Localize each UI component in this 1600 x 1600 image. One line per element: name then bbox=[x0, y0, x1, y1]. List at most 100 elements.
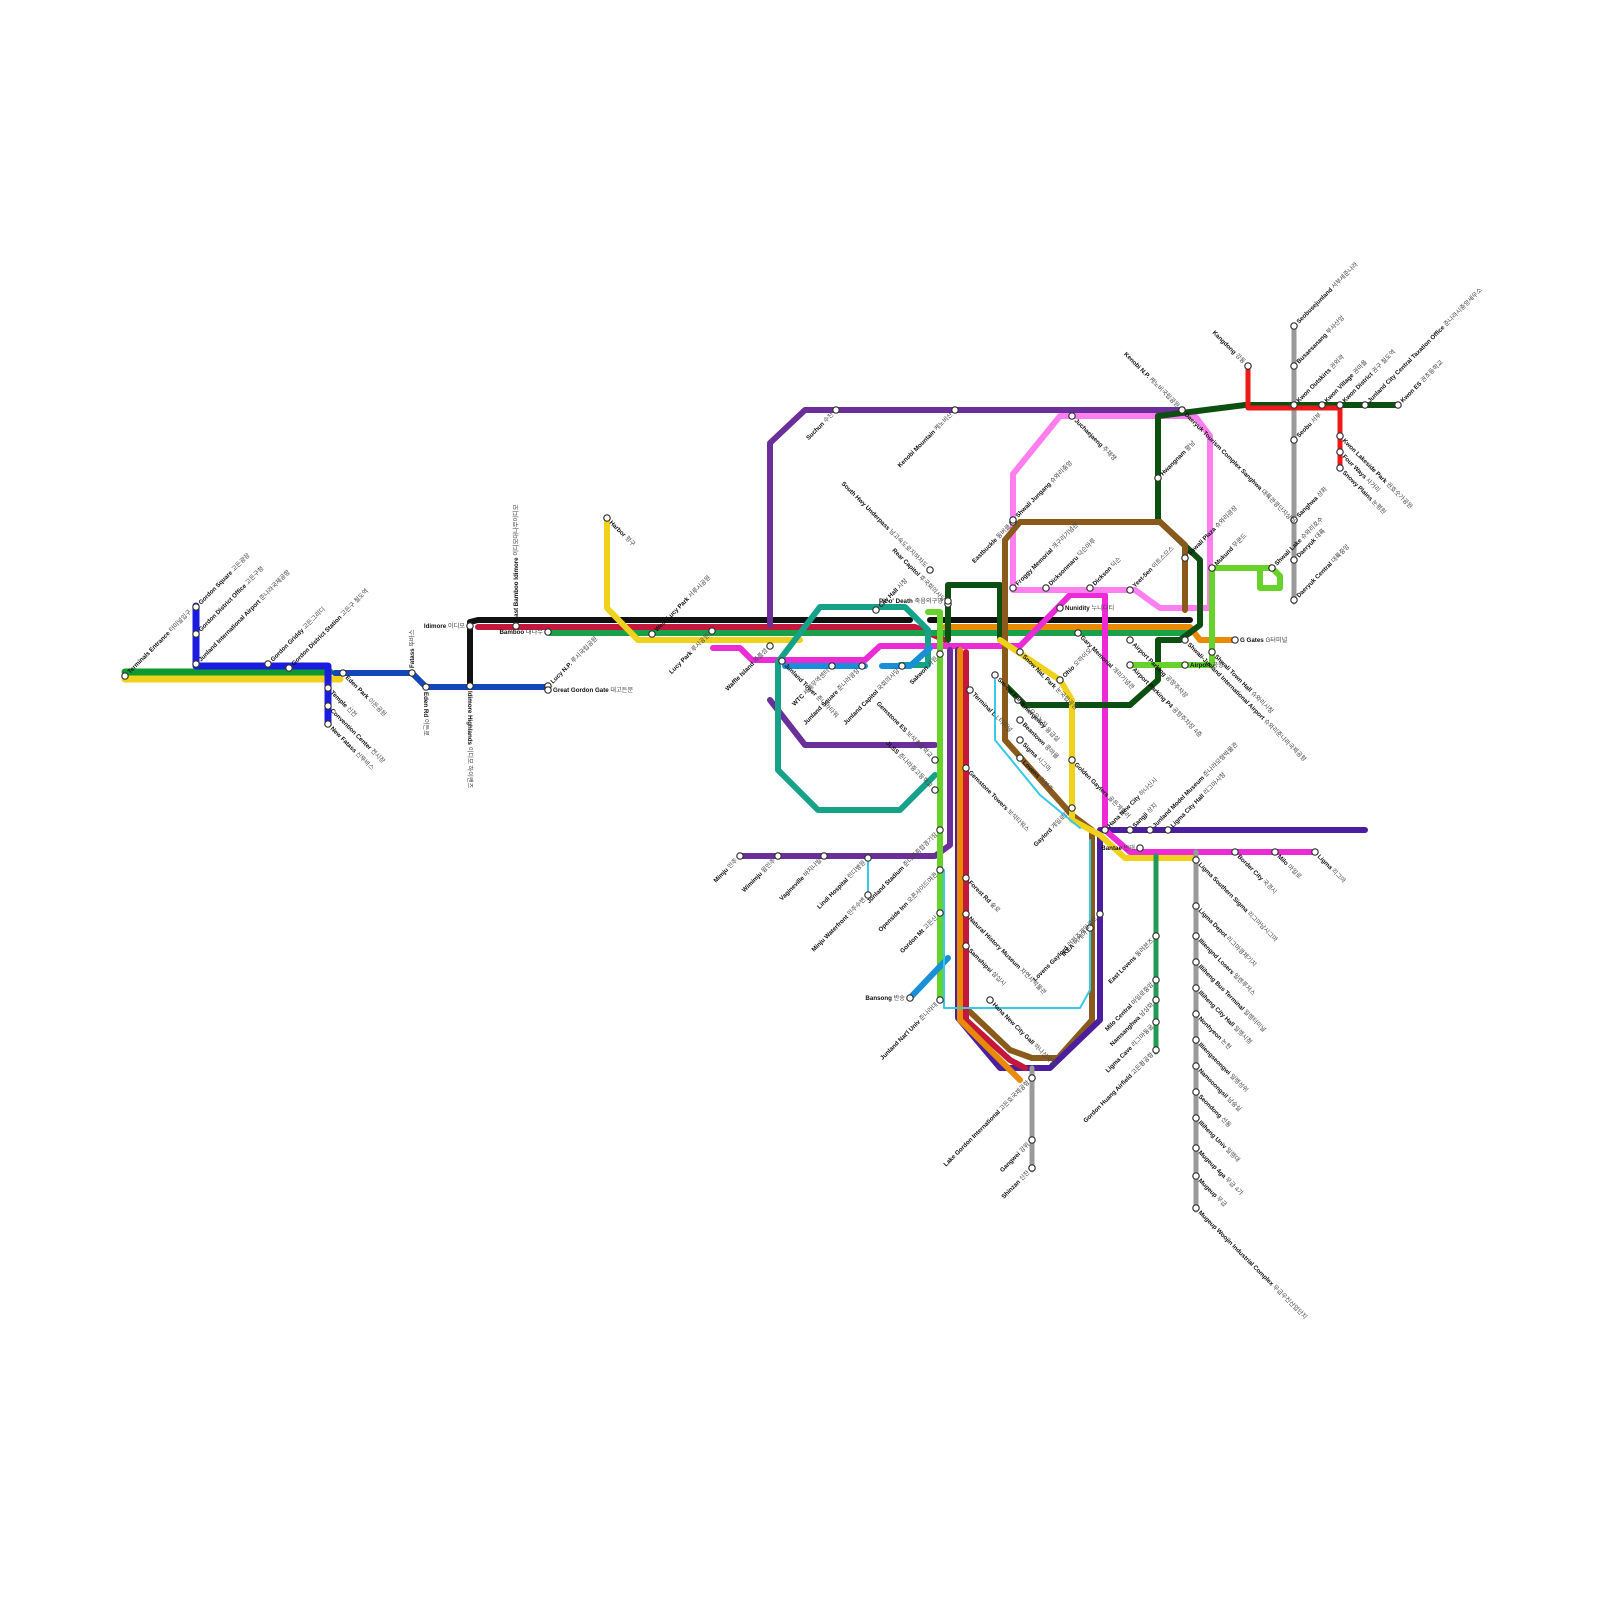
station-marker-new-fatass[interactable] bbox=[325, 721, 331, 727]
station-marker-snowy-plains[interactable] bbox=[1337, 465, 1343, 471]
station-marker-jlss[interactable] bbox=[932, 787, 938, 793]
station-marker-ligma[interactable] bbox=[1312, 849, 1318, 855]
station-marker-froggy-memorial[interactable] bbox=[1010, 585, 1016, 591]
station-marker-golden-gaylers[interactable] bbox=[1069, 757, 1075, 763]
station-marker-junland-model-museum[interactable] bbox=[1147, 827, 1153, 833]
station-marker-harbor[interactable] bbox=[604, 515, 610, 521]
station-marker-illiengnd-losers[interactable] bbox=[1193, 933, 1199, 939]
station-marker-kwon-district[interactable] bbox=[1337, 402, 1343, 408]
station-marker-mugeup-4ga[interactable] bbox=[1193, 1145, 1199, 1151]
station-marker-gary-memorial[interactable] bbox=[1075, 630, 1081, 636]
station-marker-ligma-city-hall[interactable] bbox=[1165, 827, 1171, 833]
station-marker-kwon-lakeside-park[interactable] bbox=[1337, 433, 1343, 439]
station-marker-city-hall[interactable] bbox=[873, 607, 879, 613]
station-marker-convention-center[interactable] bbox=[325, 703, 331, 709]
station-marker-ligma-southern-sigma[interactable] bbox=[1193, 857, 1199, 863]
station-marker-nunidity[interactable] bbox=[1057, 605, 1063, 611]
station-marker-shwali-plaza[interactable] bbox=[1182, 555, 1188, 561]
station-marker-g-gates[interactable] bbox=[1232, 637, 1238, 643]
station-marker-airport[interactable] bbox=[1182, 662, 1188, 668]
station-marker-nonhyeon[interactable] bbox=[1193, 1011, 1199, 1017]
station-marker-gordon-griddy[interactable] bbox=[265, 661, 271, 667]
station-marker-shinzan[interactable] bbox=[1029, 1165, 1035, 1171]
station-marker-idimore-highlands[interactable] bbox=[467, 683, 473, 689]
station-marker-hana-new-city-gall[interactable] bbox=[987, 997, 993, 1003]
station-marker-shwali-junland-international-airport[interactable] bbox=[1182, 637, 1188, 643]
station-marker-gordon-district-station[interactable] bbox=[286, 665, 292, 671]
station-marker-terminal-l[interactable] bbox=[967, 687, 973, 693]
station-marker-idimore[interactable] bbox=[467, 623, 473, 629]
station-marker-seondong[interactable] bbox=[1193, 1089, 1199, 1095]
station-marker-openside-inn[interactable] bbox=[937, 867, 943, 873]
station-marker-daeryuk[interactable] bbox=[1291, 557, 1297, 563]
station-marker-junland-capitol[interactable] bbox=[899, 663, 905, 669]
station-marker-hana-new-city[interactable] bbox=[1102, 827, 1108, 833]
station-marker-gemstone-towers[interactable] bbox=[963, 765, 969, 771]
station-marker-illiengseongwi[interactable] bbox=[1193, 1037, 1199, 1043]
station-marker-terminals-entrance[interactable] bbox=[122, 673, 128, 679]
station-marker-junland-square[interactable] bbox=[859, 663, 865, 669]
station-marker-daeryuk-tourism-complex-sanghwa[interactable] bbox=[1179, 407, 1185, 413]
station-marker-shwali-lake[interactable] bbox=[1269, 565, 1275, 571]
station-marker-natural-history-museum[interactable] bbox=[963, 911, 969, 917]
station-marker-illiheng-city-hall[interactable] bbox=[1193, 985, 1199, 991]
station-marker-yeet-5en[interactable] bbox=[1127, 587, 1133, 593]
station-marker-mugeup[interactable] bbox=[1193, 1173, 1199, 1179]
station-marker-lake-gordon-international[interactable] bbox=[1029, 1075, 1035, 1081]
station-marker-namsanghwa[interactable] bbox=[1153, 997, 1159, 1003]
station-marker-airport-parking[interactable] bbox=[1127, 637, 1133, 643]
station-marker-wimimju[interactable] bbox=[775, 853, 781, 859]
station-marker-lovens-gaylord[interactable] bbox=[1097, 911, 1103, 917]
station-marker-lucy-park[interactable] bbox=[709, 628, 715, 634]
station-marker-juchaejaeng[interactable] bbox=[1069, 413, 1075, 419]
station-marker-ligma-cave[interactable] bbox=[1153, 1019, 1159, 1025]
station-marker-mimju[interactable] bbox=[737, 853, 743, 859]
station-marker-gangwei[interactable] bbox=[1029, 1137, 1035, 1143]
station-marker-hwangnam[interactable] bbox=[1155, 475, 1161, 481]
station-marker-kwon-village[interactable] bbox=[1319, 402, 1325, 408]
station-marker-snow-nat-park[interactable] bbox=[1017, 649, 1023, 655]
station-marker-dicksonmaru[interactable] bbox=[1043, 585, 1049, 591]
station-marker-kangdong[interactable] bbox=[1245, 363, 1251, 369]
station-marker-lindi-hospital[interactable] bbox=[865, 855, 871, 861]
station-marker-junland-stadium[interactable] bbox=[937, 827, 943, 833]
station-marker-junland-nat-l-univ[interactable] bbox=[937, 997, 943, 1003]
station-marker-sm-ow-farm[interactable] bbox=[992, 672, 998, 678]
station-marker-bansong[interactable] bbox=[907, 995, 913, 1001]
station-marker-lovens[interactable] bbox=[1017, 755, 1023, 761]
station-marker-east-lovens[interactable] bbox=[1153, 933, 1159, 939]
station-marker-wtc[interactable] bbox=[829, 663, 835, 669]
station-marker-junland-tower[interactable] bbox=[779, 658, 785, 664]
station-marker-suchun[interactable] bbox=[833, 407, 839, 413]
station-marker-shwali-jungang[interactable] bbox=[1010, 517, 1016, 523]
station-marker-gemstone-es[interactable] bbox=[932, 757, 938, 763]
station-marker-samshipsi[interactable] bbox=[963, 943, 969, 949]
station-marker-sangji[interactable] bbox=[1127, 827, 1133, 833]
station-marker-sigma[interactable] bbox=[1017, 737, 1023, 743]
station-marker-milo[interactable] bbox=[1272, 849, 1278, 855]
station-marker-south-hwy-underpass[interactable] bbox=[927, 567, 933, 573]
station-marker-gordon-mt[interactable] bbox=[937, 910, 943, 916]
station-marker-kwon-outskirts[interactable] bbox=[1291, 402, 1297, 408]
station-marker-border-city[interactable] bbox=[1232, 849, 1238, 855]
station-marker-mukund[interactable] bbox=[1209, 565, 1215, 571]
station-marker-eden-rd[interactable] bbox=[423, 684, 429, 690]
station-marker-mugeup-woojin-industrial-complex[interactable] bbox=[1193, 1205, 1199, 1211]
station-marker-sakwon[interactable] bbox=[937, 651, 943, 657]
station-marker-forest-rd[interactable] bbox=[963, 875, 969, 881]
station-marker-temple[interactable] bbox=[325, 685, 331, 691]
station-marker-seobu[interactable] bbox=[1291, 437, 1297, 443]
station-marker-bantae[interactable] bbox=[1137, 845, 1143, 851]
station-marker-ohio[interactable] bbox=[1057, 677, 1063, 683]
station-marker-junland-international-airport[interactable] bbox=[193, 661, 199, 667]
station-marker-namsoongsil[interactable] bbox=[1193, 1063, 1199, 1069]
station-marker-west-lucy-park[interactable] bbox=[649, 631, 655, 637]
station-marker-waffle-island[interactable] bbox=[767, 643, 773, 649]
station-marker-eden-park[interactable] bbox=[340, 670, 346, 676]
station-marker-four-ways[interactable] bbox=[1337, 449, 1343, 455]
station-marker-busaesanang[interactable] bbox=[1291, 363, 1297, 369]
station-marker-gaylord[interactable] bbox=[1069, 805, 1075, 811]
station-marker-gordon-district-office[interactable] bbox=[193, 631, 199, 637]
station-marker-junland-city-central-taxation-office[interactable] bbox=[1362, 402, 1368, 408]
station-marker-kwon-es[interactable] bbox=[1395, 402, 1401, 408]
